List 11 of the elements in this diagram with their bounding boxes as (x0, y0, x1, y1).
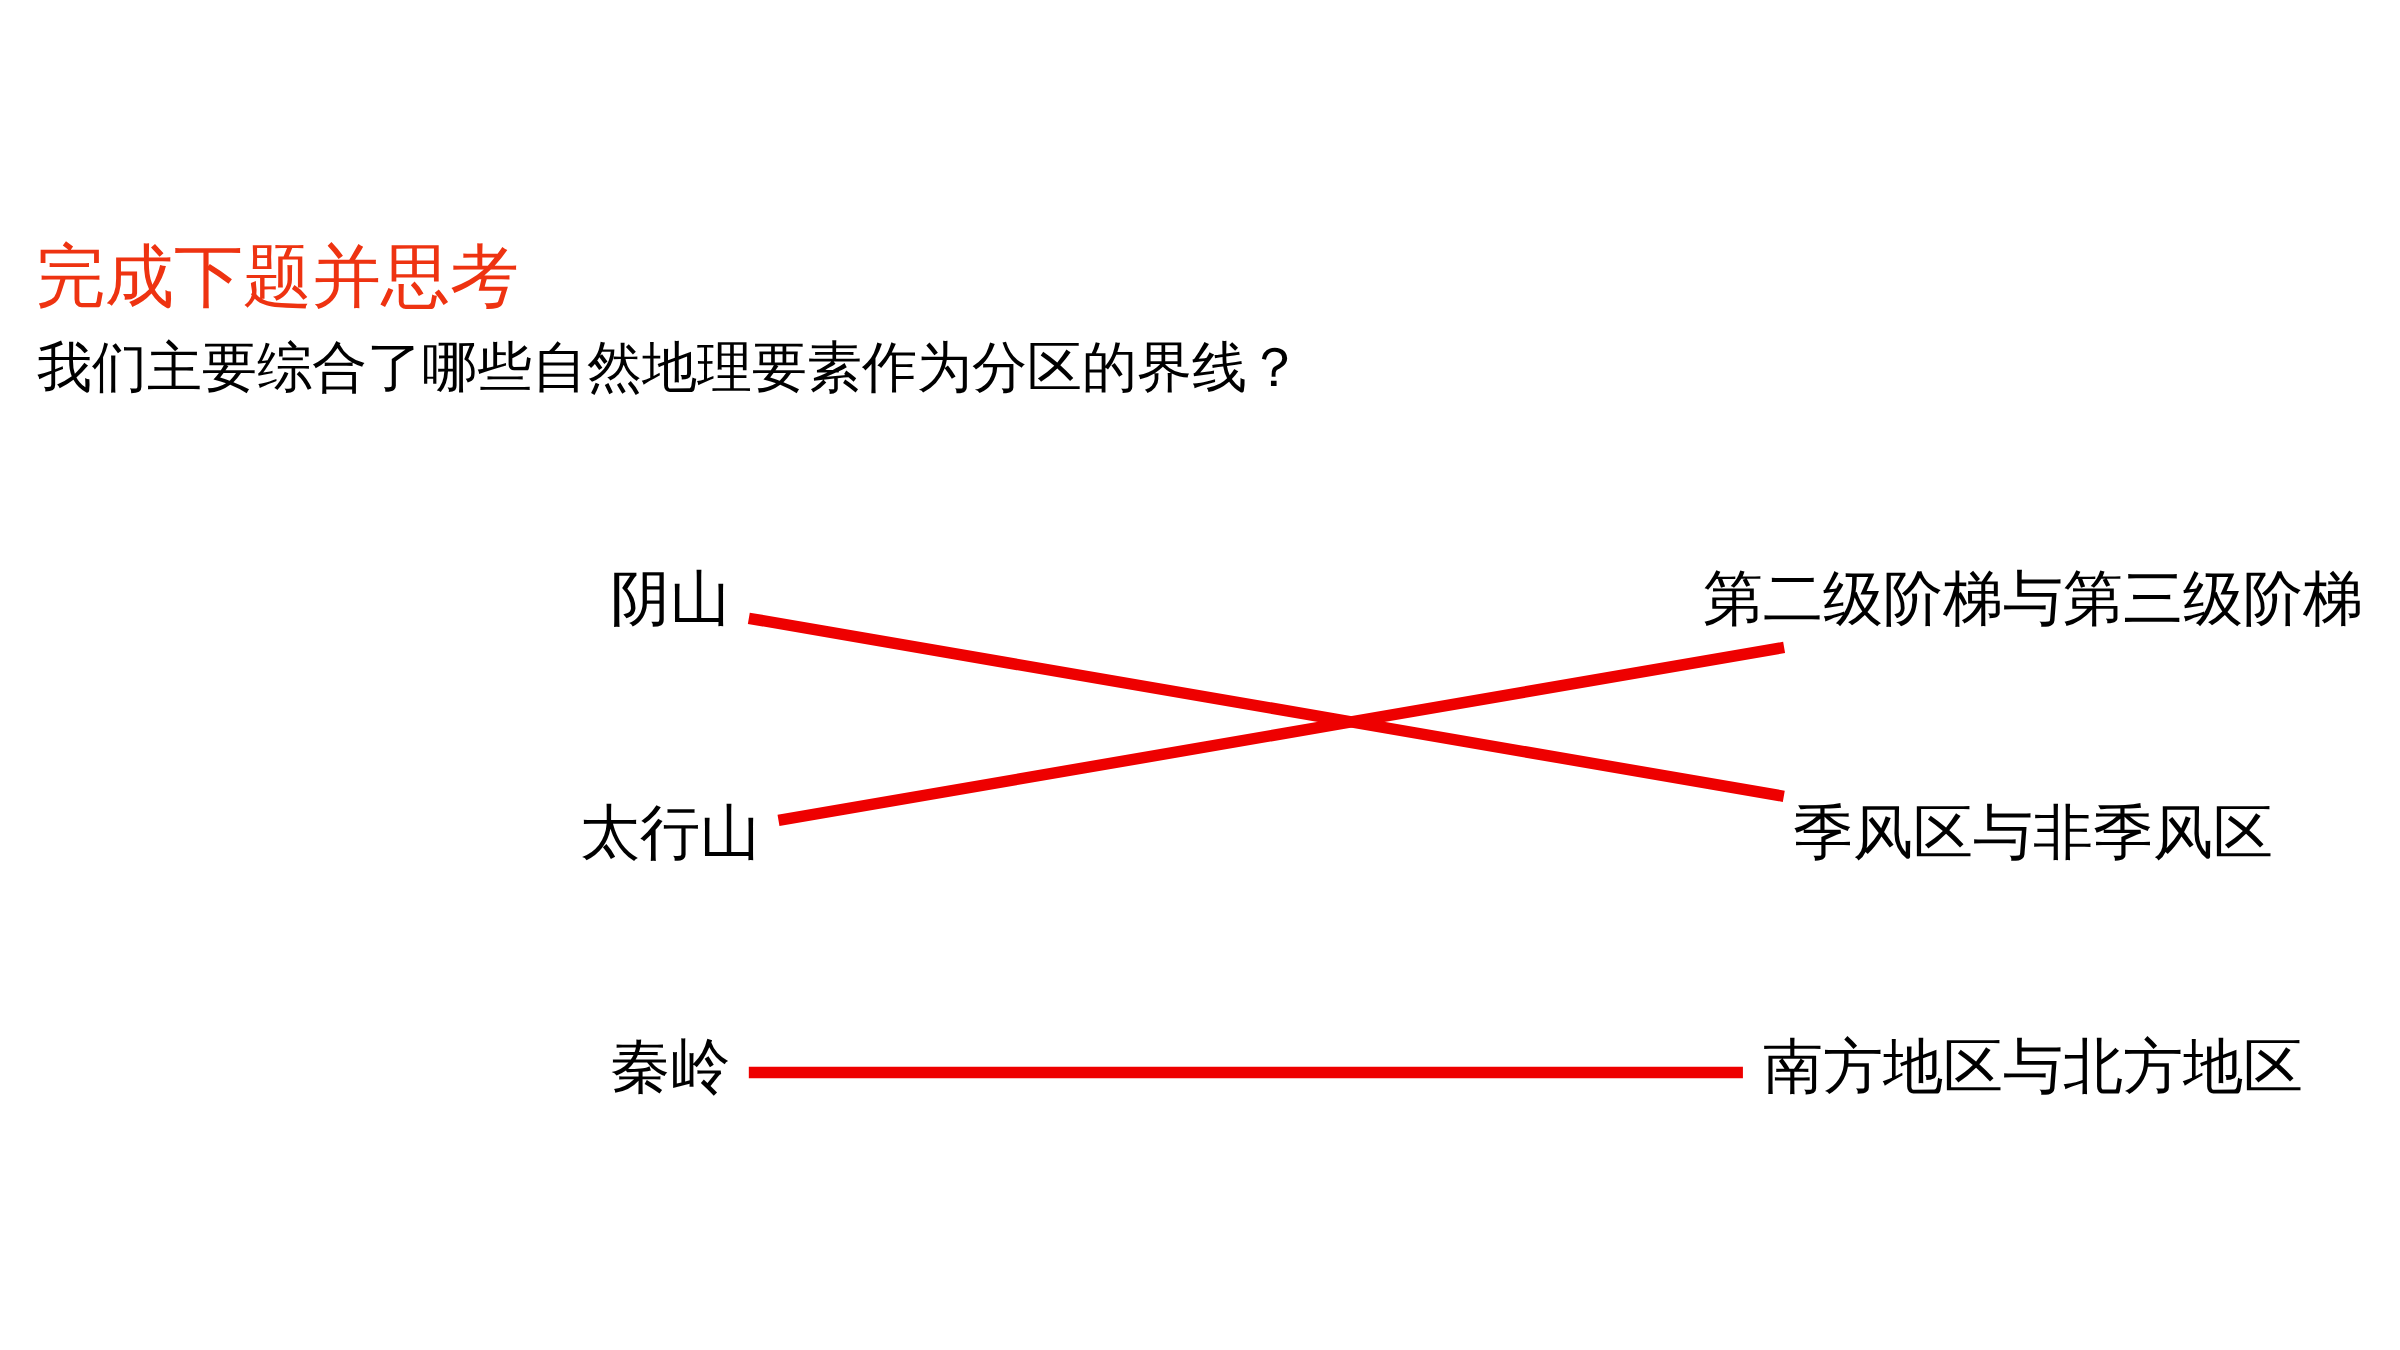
node-text: 阴山 (609, 563, 730, 633)
node-text: 第二级阶梯与第三级阶梯 (1702, 563, 2363, 633)
connector (777, 641, 1786, 826)
connector (747, 612, 1785, 802)
label: 我们主要综合了哪些自然地理要素作为分区的界线？ (37, 334, 1303, 399)
node-text: 太行山 (579, 797, 760, 867)
diagram-title: 完成下题并思考 (36, 235, 520, 316)
node-text: 南方地区与北方地区 (1762, 1031, 2303, 1101)
node-text: 秦岭 (609, 1031, 730, 1101)
node-text: 季风区与非季风区 (1792, 797, 2273, 867)
connector (748, 1066, 1743, 1078)
